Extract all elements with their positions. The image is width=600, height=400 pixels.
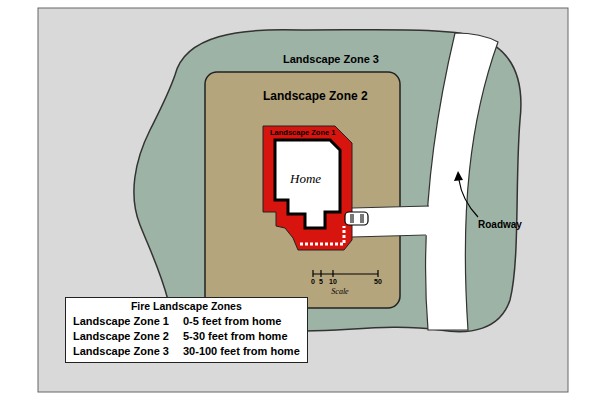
legend-range: 30-100 feet from home: [183, 345, 300, 357]
scale-number: 0: [311, 278, 315, 286]
home-box: Home: [275, 140, 340, 228]
legend-zone: Landscape Zone 3: [73, 345, 169, 357]
scale-bar: [313, 270, 378, 277]
zone-title: Landscape Zone 3: [283, 53, 379, 65]
legend-zone: Landscape Zone 1: [73, 315, 169, 327]
zone-title: Landscape Zone 1: [270, 129, 335, 137]
leader-arrow: [459, 180, 478, 217]
arrow-head: [454, 171, 463, 181]
zone1-region: Landscape Zone 1 Home: [263, 126, 352, 250]
zone2-region: Landscape Zone 2 Landscape Zone 1 Home: [205, 72, 400, 308]
driveway-edge: [352, 206, 429, 208]
legend-zone: Landscape Zone 2: [73, 330, 169, 342]
road-label: Roadway: [478, 219, 522, 230]
zone2-area: [205, 72, 400, 308]
home-outline: [275, 140, 340, 228]
legend-title: Fire Landscape Zones: [131, 301, 242, 313]
scale-number: 10: [329, 278, 337, 286]
legend-box: Fire Landscape ZonesLandscape Zone 1 0-5 …: [65, 297, 308, 363]
driveway: [345, 206, 440, 237]
zone3-area: [134, 30, 521, 332]
driveway-edge: [352, 235, 426, 237]
home-label: Home: [290, 172, 321, 186]
zone-title: Landscape Zone 2: [263, 90, 368, 103]
scale-number: 50: [374, 278, 382, 286]
ground: [38, 8, 568, 392]
scale-title: Scale: [331, 288, 348, 297]
legend-range: 5-30 feet from home: [183, 330, 288, 342]
legend-range: 0-5 feet from home: [183, 315, 281, 327]
zone1-area: [263, 126, 352, 250]
car: [345, 212, 368, 225]
roadway: [426, 33, 498, 330]
scale-number: 5: [319, 278, 323, 286]
